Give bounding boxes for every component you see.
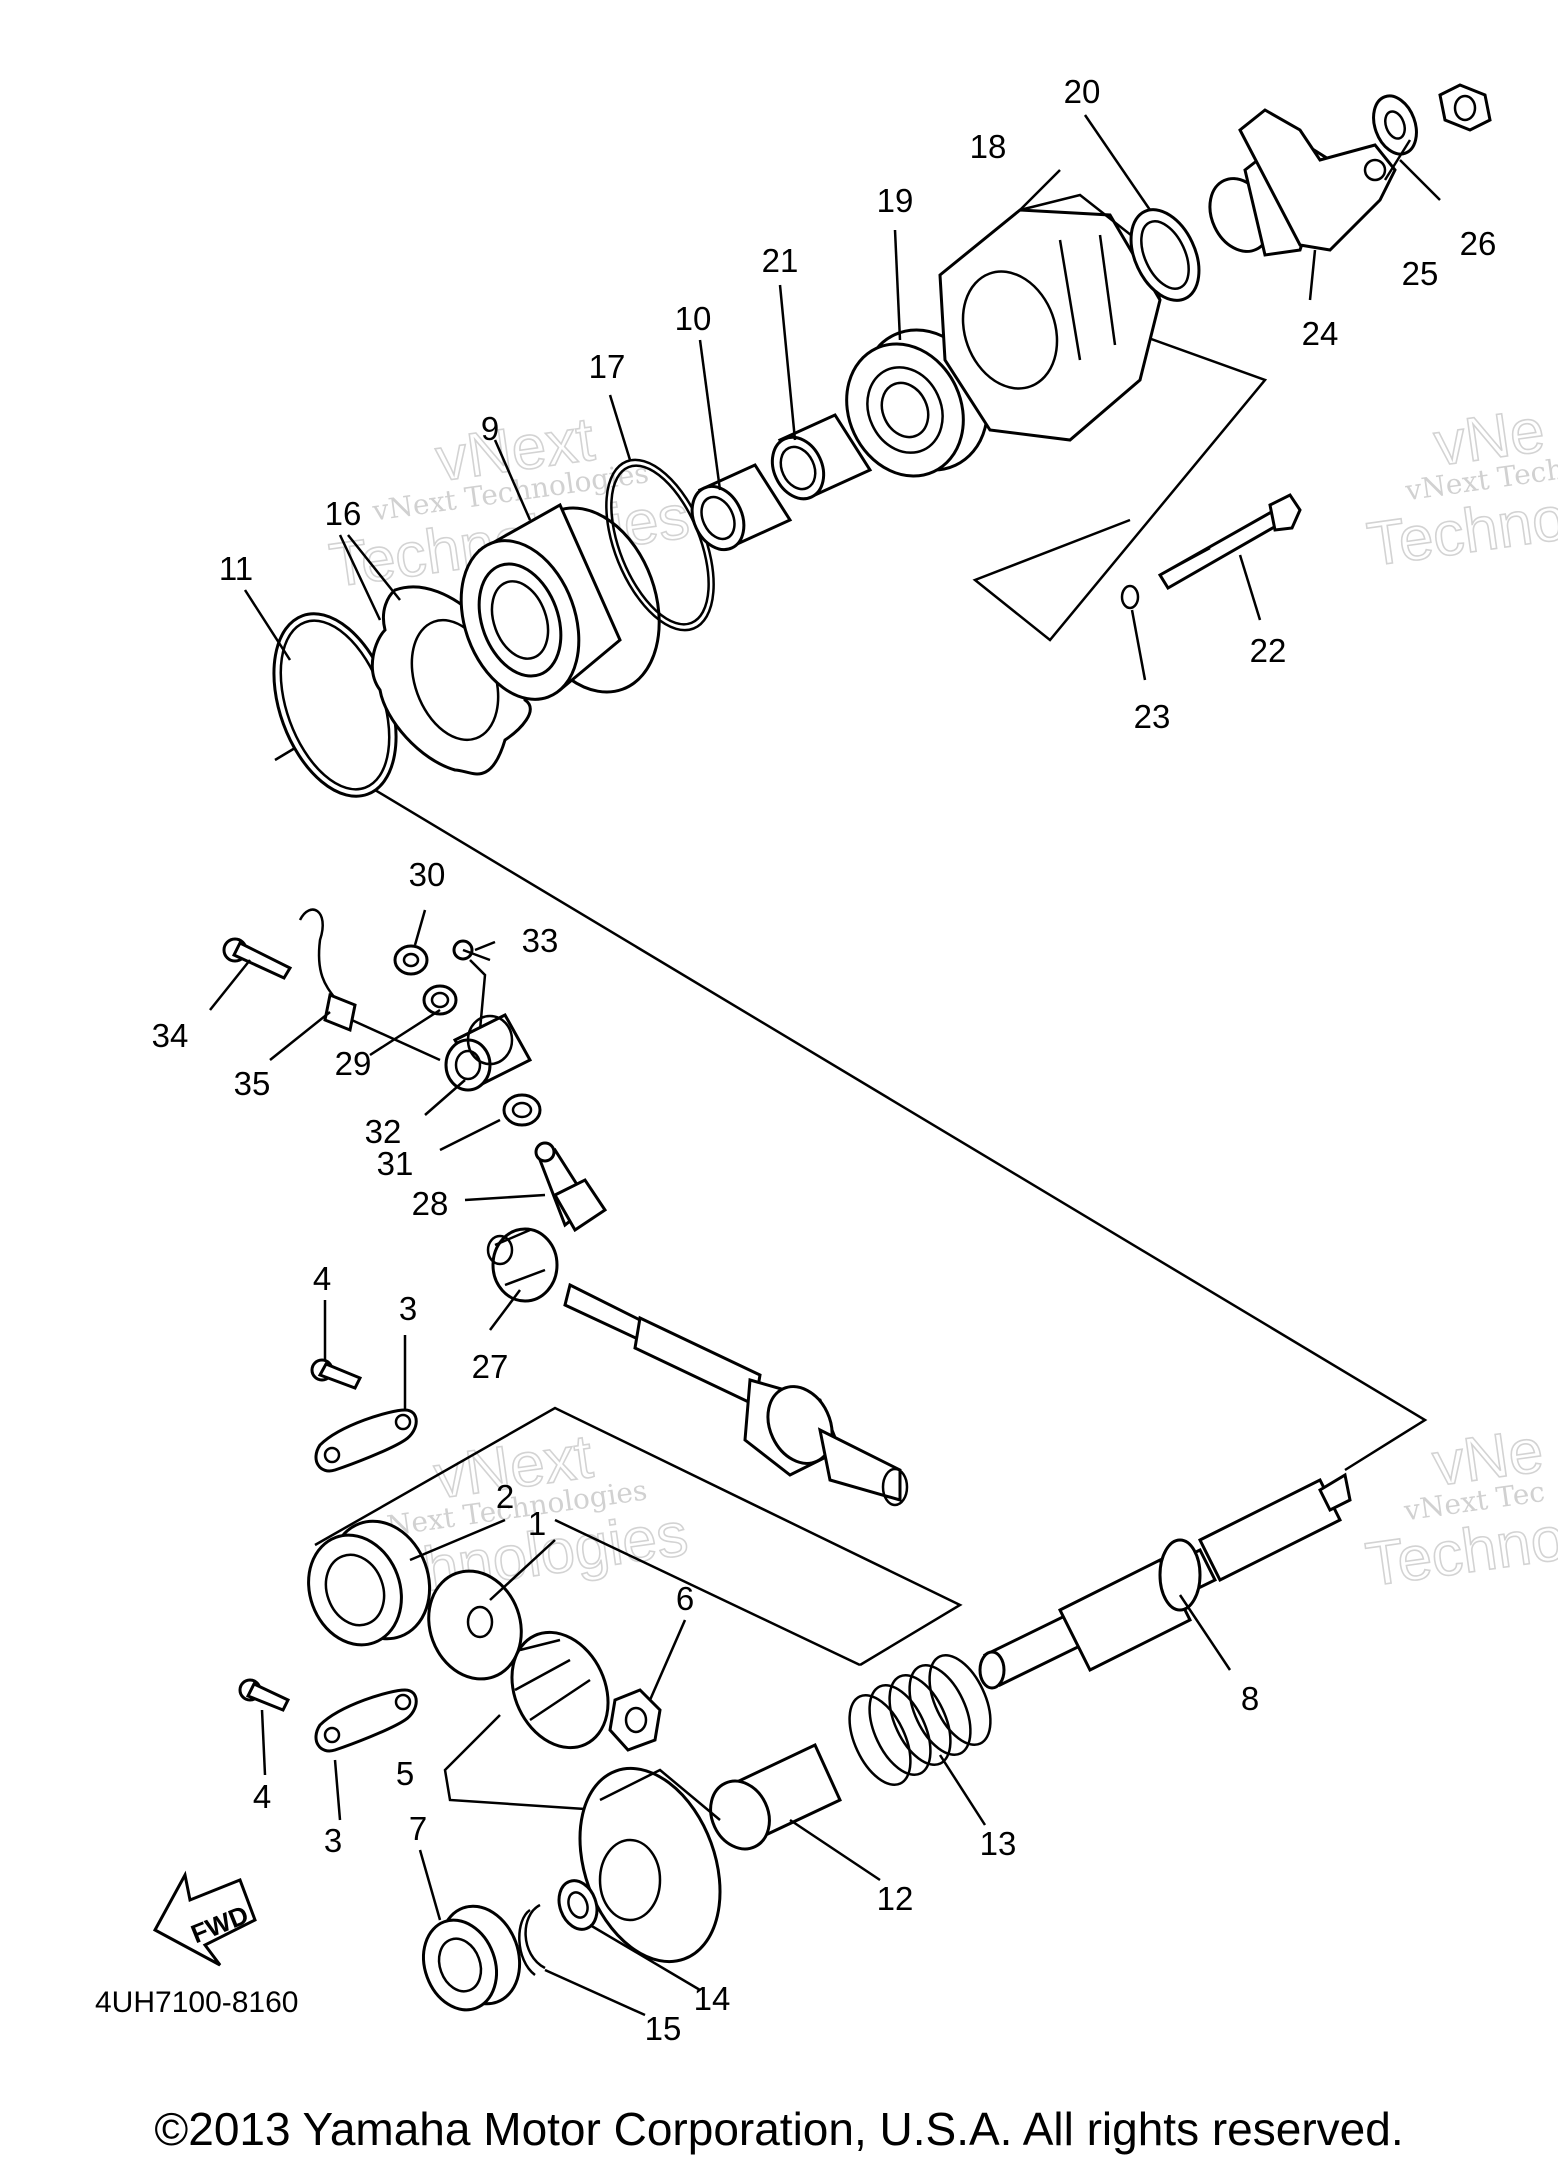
- part-o-ring-29: [422, 984, 458, 1016]
- callout-32: 32: [365, 1113, 402, 1150]
- callout-3-upper: 3: [399, 1290, 417, 1327]
- part-bolt-4-lower: [238, 1678, 291, 1712]
- callout-12: 12: [877, 1880, 914, 1917]
- callout-5: 5: [396, 1755, 414, 1792]
- assembly-guide-lines: [274, 333, 1428, 1812]
- callout-24: 24: [1302, 315, 1339, 352]
- part-bolt-34: [222, 937, 293, 980]
- callout-2: 2: [496, 1478, 514, 1515]
- part-drive-gear-28: [534, 1141, 608, 1233]
- part-washer-31: [502, 1093, 542, 1127]
- copyright-notice: ©2013 Yamaha Motor Corporation, U.S.A. A…: [154, 2103, 1403, 2155]
- callout-35: 35: [234, 1065, 271, 1102]
- callout-22: 22: [1250, 632, 1287, 669]
- part-universal-joint-yoke-24: [1208, 108, 1397, 257]
- watermark-top-right: vNe Techno vNext Tech: [1362, 395, 1558, 581]
- callout-21: 21: [762, 242, 799, 279]
- callout-1: 1: [528, 1505, 546, 1542]
- part-oil-seal-20: [1129, 208, 1201, 302]
- part-screw-33: [452, 939, 491, 962]
- part-clip-35: [298, 908, 357, 1033]
- part-bearing-7: [422, 1904, 522, 2012]
- part-bearing-2: [307, 1519, 432, 1647]
- callout-28: 28: [412, 1185, 449, 1222]
- callout-16: 16: [325, 495, 362, 532]
- callout-20: 20: [1064, 73, 1101, 110]
- callout-13: 13: [980, 1825, 1017, 1862]
- callout-31: 31: [377, 1145, 414, 1182]
- callout-8: 8: [1241, 1680, 1259, 1717]
- callout-18: 18: [970, 128, 1007, 165]
- part-middle-drive-shaft-8: [978, 1472, 1352, 1690]
- callout-23: 23: [1134, 698, 1171, 735]
- callout-17: 17: [589, 348, 626, 385]
- watermark-mid-right: vNe Techno vNext Tec: [1361, 1415, 1558, 1601]
- callout-26: 26: [1460, 225, 1497, 262]
- part-plate-3-lower: [314, 1688, 418, 1753]
- callout-10: 10: [675, 300, 712, 337]
- callout-6: 6: [676, 1580, 694, 1617]
- callout-3-lower: 3: [324, 1822, 342, 1859]
- diagram-part-code: 4UH7100-8160: [95, 1986, 298, 2019]
- part-bushing-21: [770, 413, 873, 501]
- part-gear-case-18: [938, 193, 1162, 442]
- part-damper-cam-12: [709, 1742, 842, 1851]
- part-circlip-15: [518, 1903, 546, 1976]
- callout-7: 7: [409, 1810, 427, 1847]
- part-driven-gear-27: [486, 1227, 559, 1303]
- callout-4-upper: 4: [313, 1260, 331, 1297]
- part-washer-14: [557, 1879, 599, 1931]
- part-collar-10: [690, 463, 793, 552]
- part-housing-32: [444, 1013, 533, 1092]
- watermark-big-line: vNe: [1430, 396, 1549, 480]
- callout-14: 14: [694, 1980, 731, 2017]
- callout-9: 9: [481, 410, 499, 447]
- callout-4-lower: 4: [253, 1778, 271, 1815]
- callout-27: 27: [472, 1348, 509, 1385]
- part-middle-driven-shaft: [563, 1282, 909, 1507]
- part-spring-13: [848, 1653, 992, 1787]
- part-gear-set-5-pinion: [510, 1630, 610, 1750]
- callout-11: 11: [219, 550, 253, 587]
- part-gear-set-5-ring: [578, 1766, 722, 1964]
- part-bolt-4-upper: [310, 1358, 363, 1390]
- callout-19: 19: [877, 182, 914, 219]
- part-nut-26: [1438, 83, 1492, 132]
- part-bearing-housing-9: [459, 502, 661, 701]
- part-shim-1: [427, 1569, 523, 1681]
- callout-25: 25: [1402, 255, 1439, 292]
- part-washer-23: [1120, 584, 1140, 610]
- callout-15: 15: [645, 2010, 682, 2047]
- callout-33: 33: [522, 922, 559, 959]
- part-nut-6: [608, 1688, 662, 1752]
- part-seal-30: [393, 944, 429, 976]
- watermark-big-line: vNe: [1429, 1416, 1548, 1500]
- callout-34: 34: [152, 1017, 189, 1054]
- part-washer-25: [1372, 94, 1418, 156]
- part-plate-3-upper: [314, 1408, 418, 1473]
- leader-lines: [209, 114, 1441, 2017]
- part-bolt-22: [1157, 493, 1302, 591]
- callout-29: 29: [335, 1045, 372, 1082]
- callout-30: 30: [409, 856, 446, 893]
- forward-arrow-icon: FWD: [152, 1870, 257, 1967]
- callout-labels: 1 2 3 3 4 4 5 6 7 8 9 10 11 12 13 14 15 …: [152, 73, 1497, 2047]
